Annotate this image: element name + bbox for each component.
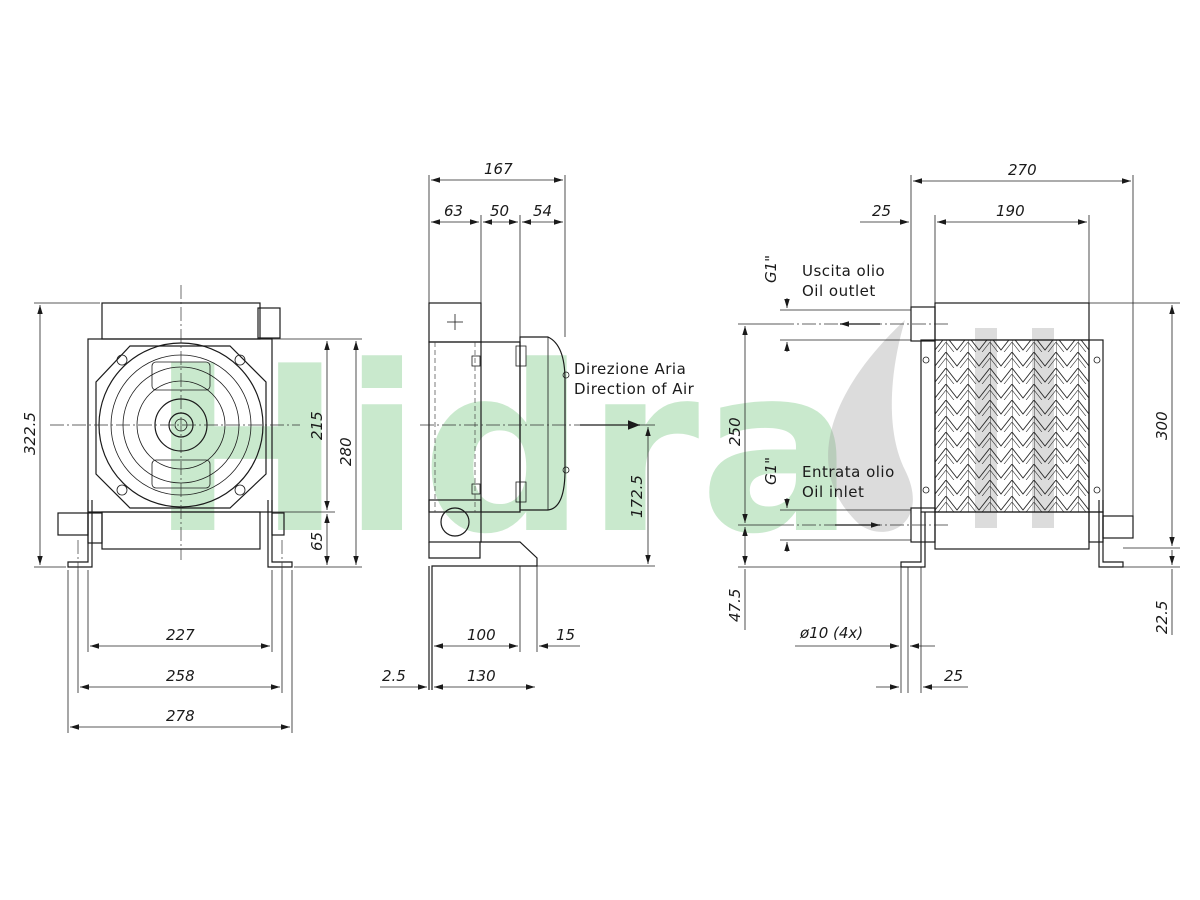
front-top-fitting bbox=[257, 307, 281, 339]
side-bottom-tank bbox=[428, 499, 482, 543]
air-direction-label-en: Direction of Air bbox=[574, 380, 695, 398]
dim-15: 15 bbox=[556, 626, 575, 644]
front-bottom-fitting-left bbox=[57, 512, 89, 536]
dim-2-5: 2.5 bbox=[382, 667, 406, 685]
inlet-label-it: Entrata olio bbox=[802, 463, 895, 481]
bolt-icon bbox=[116, 354, 128, 366]
bolt-icon bbox=[922, 356, 930, 364]
dim-54: 54 bbox=[533, 202, 552, 220]
dim-65: 65 bbox=[308, 532, 326, 551]
dim-172-5: 172.5 bbox=[628, 475, 646, 518]
dim-holes: ø10 (4x) bbox=[799, 624, 863, 642]
bolt-icon bbox=[234, 354, 246, 366]
side-clip bbox=[471, 483, 481, 495]
dim-25-top: 25 bbox=[872, 202, 891, 220]
dim-215: 215 bbox=[308, 411, 326, 440]
side-view: Direzione Aria Direction of Air 167 63 5… bbox=[380, 160, 695, 690]
side-core bbox=[428, 341, 482, 513]
front-view: 322.5 215 280 65 227 258 278 bbox=[21, 285, 362, 733]
dim-167: 167 bbox=[484, 160, 513, 178]
dim-227: 227 bbox=[166, 626, 195, 644]
dim-63: 63 bbox=[444, 202, 463, 220]
rear-fin-core bbox=[935, 340, 1089, 512]
dim-280: 280 bbox=[337, 437, 355, 466]
front-nut-left bbox=[87, 512, 103, 544]
inlet-label-en: Oil inlet bbox=[802, 483, 864, 501]
dim-47-5: 47.5 bbox=[726, 589, 744, 622]
rear-side-plate-right bbox=[1088, 339, 1104, 513]
dim-300: 300 bbox=[1153, 411, 1171, 440]
rear-foot-right bbox=[1098, 500, 1124, 568]
side-inlet-port bbox=[440, 507, 470, 537]
dim-130: 130 bbox=[467, 667, 496, 685]
rear-top-tank bbox=[934, 302, 1090, 341]
side-clip bbox=[471, 355, 481, 367]
outlet-label-en: Oil outlet bbox=[802, 282, 876, 300]
rear-side-plate-left bbox=[920, 339, 936, 513]
dim-322-5: 322.5 bbox=[21, 412, 39, 455]
rear-foot-left bbox=[900, 512, 926, 568]
dim-50: 50 bbox=[490, 202, 509, 220]
bolt-icon bbox=[922, 486, 930, 494]
motor-mount bbox=[515, 481, 527, 503]
bolt-icon bbox=[116, 484, 128, 496]
dim-25-bottom: 25 bbox=[944, 667, 963, 685]
air-direction-label-it: Direzione Aria bbox=[574, 360, 686, 378]
rear-nut-right bbox=[1088, 511, 1104, 543]
motor-bolt bbox=[562, 371, 570, 379]
dim-250: 250 bbox=[726, 417, 744, 446]
dim-270: 270 bbox=[1008, 161, 1037, 179]
watermark: Hidra bbox=[150, 318, 1054, 585]
bolt-icon bbox=[1093, 356, 1101, 364]
rear-bottom-tank bbox=[934, 511, 1090, 550]
front-foot-right bbox=[267, 500, 293, 568]
rear-fitting-right bbox=[1102, 515, 1134, 539]
dim-190: 190 bbox=[996, 202, 1025, 220]
drop-logo bbox=[828, 320, 913, 532]
dim-278: 278 bbox=[166, 707, 195, 725]
front-foot-left bbox=[67, 500, 93, 568]
motor-mount bbox=[515, 345, 527, 367]
rear-view: G1" G1" Uscita olio Oil outlet Entrata o… bbox=[726, 161, 1180, 693]
bolt-icon bbox=[234, 484, 246, 496]
side-motor bbox=[519, 336, 566, 511]
fan-shroud bbox=[95, 345, 267, 509]
dim-22-5: 22.5 bbox=[1153, 601, 1171, 634]
side-base-bracket bbox=[428, 541, 538, 690]
outlet-label-it: Uscita olio bbox=[802, 262, 885, 280]
thread-bottom: G1" bbox=[762, 457, 780, 485]
dim-258: 258 bbox=[166, 667, 195, 685]
dim-100: 100 bbox=[467, 626, 496, 644]
motor-bolt bbox=[562, 466, 570, 474]
thread-top: G1" bbox=[762, 255, 780, 283]
watermark-text: Hidra bbox=[150, 318, 855, 585]
bolt-icon bbox=[1093, 486, 1101, 494]
